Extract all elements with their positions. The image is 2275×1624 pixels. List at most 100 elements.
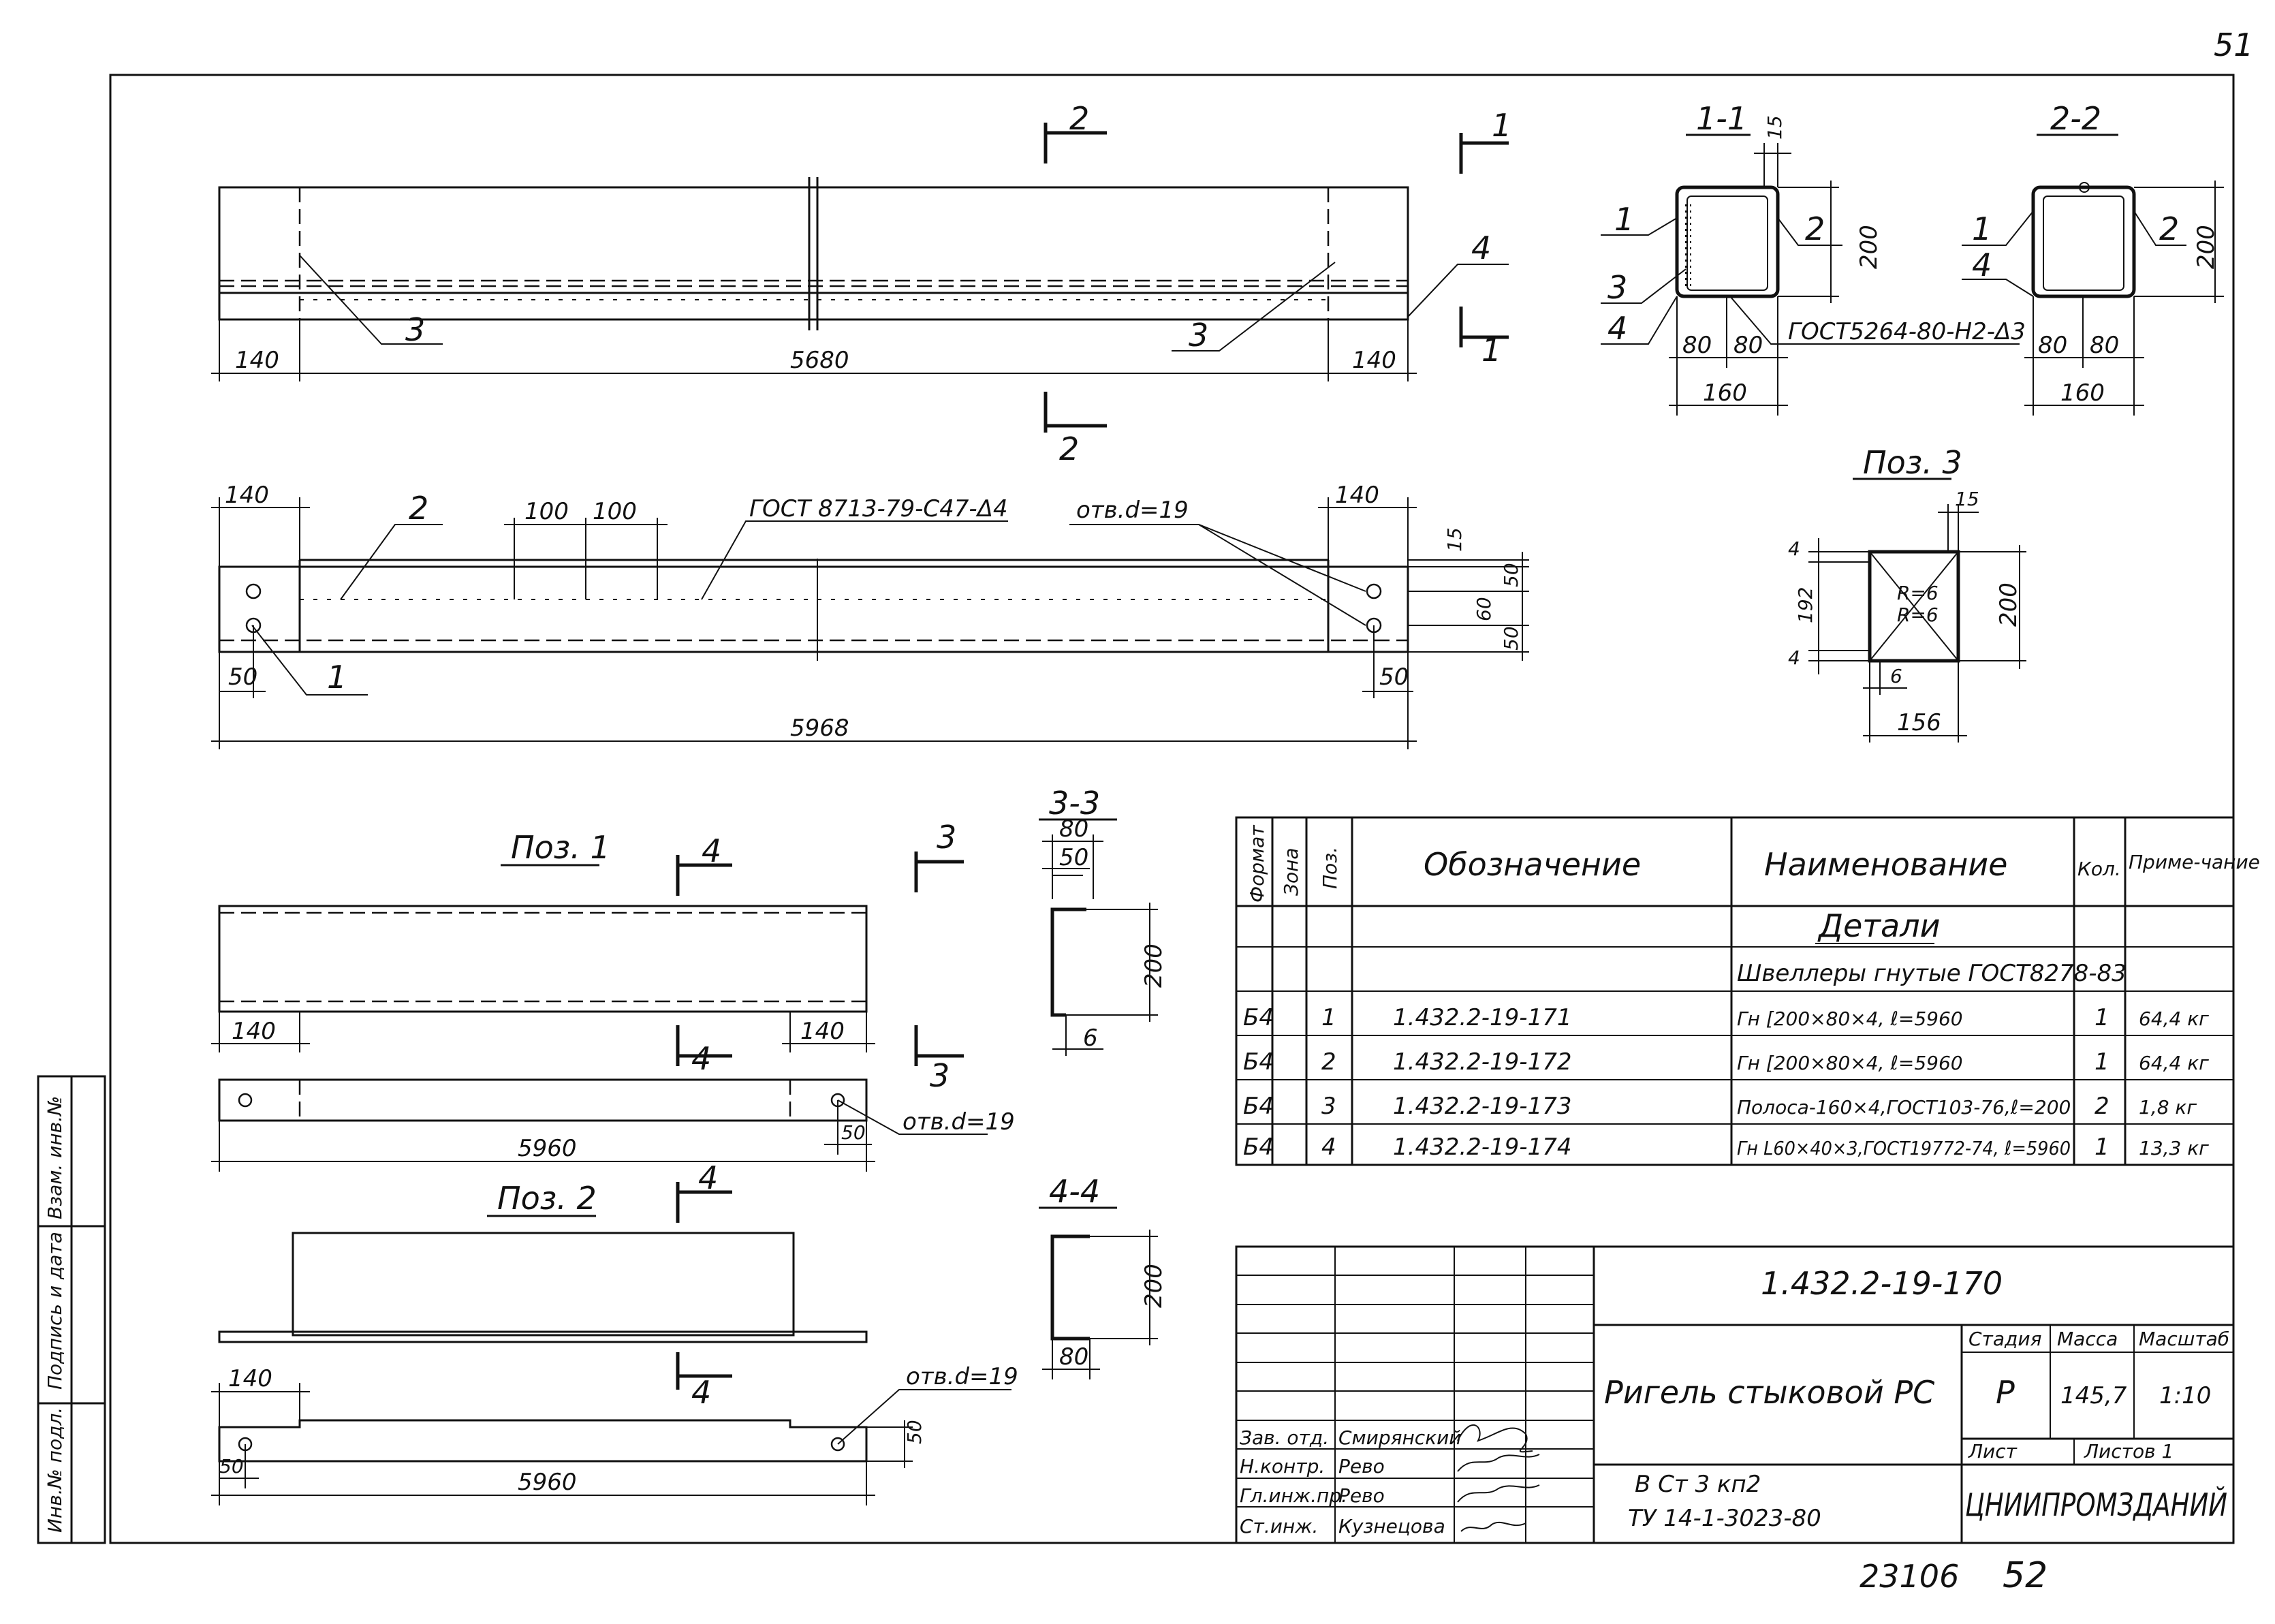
signature-1	[1458, 1425, 1533, 1452]
section-mark-2-top: 2	[1069, 100, 1089, 137]
s33-dim-200: 200	[1140, 943, 1167, 988]
spec-subsection: Швеллеры гнутые ГОСТ8278-83	[1737, 960, 2127, 987]
signature-4	[1461, 1522, 1526, 1531]
pos1-mark-3-top: 3	[937, 819, 956, 856]
scale-value: 1:10	[2159, 1382, 2211, 1409]
signature-3	[1458, 1485, 1539, 1502]
row1-format: Б4	[1243, 1004, 1274, 1031]
signer-4-role: Ст.инж.	[1240, 1515, 1318, 1537]
row4-designation: 1.432.2-19-174	[1393, 1134, 1571, 1161]
row2-note: 64,4 кг	[2139, 1052, 2209, 1074]
section-2-2-title: 2-2	[2050, 100, 2101, 137]
stage-label: Стадия	[1968, 1328, 2041, 1350]
th-designation: Обозначение	[1424, 846, 1641, 883]
section-mark-1-top: 1	[1492, 107, 1511, 144]
plan-dim-100-b: 100	[593, 498, 637, 525]
s22-dim-200: 200	[2193, 225, 2220, 269]
pos2-hole-label: отв.d=19	[906, 1363, 1018, 1390]
th-qty: Кол.	[2077, 858, 2121, 880]
signature-2	[1458, 1454, 1539, 1471]
row3-name: Полоса-160×4,ГОСТ103-76,ℓ=200	[1737, 1096, 2071, 1119]
plan-dim-50-top: 50	[1500, 563, 1522, 587]
row3-designation: 1.432.2-19-173	[1393, 1093, 1571, 1120]
pos3-r6-b: R=6	[1897, 604, 1939, 626]
pos2-detail: Поз. 2 4 4 140 50 отв.d=19 50 5960	[211, 1159, 1018, 1505]
pos3-dim-15: 15	[1955, 488, 1979, 510]
pos1-mark-4-top: 4	[702, 832, 721, 869]
section-1-1: 1-1 15 200 80 80 160 ГОСТ5264-80-Н2-Δ3 1…	[1601, 100, 2026, 416]
s22-dim-80-left: 80	[2038, 332, 2067, 359]
row1-qty: 1	[2094, 1004, 2109, 1031]
s22-dim-80-right: 80	[2090, 332, 2119, 359]
mass-value: 145,7	[2060, 1382, 2127, 1409]
th-zone: Зона	[1280, 847, 1302, 896]
plan-dim-100-a: 100	[524, 498, 569, 525]
row2-name: Гн [200×80×4, ℓ=5960	[1737, 1052, 1963, 1074]
s11-callout-4: 4	[1607, 310, 1627, 347]
plan-dim-5968: 5968	[790, 715, 849, 742]
s22-callout-2: 2	[2159, 210, 2179, 247]
s11-dim-80-left: 80	[1682, 332, 1712, 359]
spec-row: Б4 2 1.432.2-19-172 Гн [200×80×4, ℓ=5960…	[1243, 1048, 2209, 1076]
s11-dim-160: 160	[1703, 379, 1747, 407]
section-4-4-title: 4-4	[1049, 1173, 1100, 1210]
pos1-dim-5960: 5960	[518, 1135, 577, 1162]
pos1-detail: Поз. 1 140 140 4 4 3 3 отв.d=19 50 5960	[211, 819, 1015, 1172]
signer-4-name: Кузнецова	[1338, 1515, 1445, 1537]
callout-3-right: 3	[1189, 317, 1208, 354]
plan-callout-2: 2	[409, 490, 428, 527]
row2-pos: 2	[1321, 1048, 1336, 1076]
side-stamp: Инв.№ подл. Подпись и дата Взам. инв.№	[38, 1076, 105, 1543]
section-mark-1-bottom: 1	[1481, 332, 1501, 369]
s11-dim-200: 200	[1855, 225, 1883, 269]
pos1-dim-140-right: 140	[800, 1018, 845, 1045]
row3-pos: 3	[1321, 1093, 1336, 1120]
section-4-4: 4-4 200 80	[1039, 1173, 1167, 1379]
pos2-mark-4-top: 4	[698, 1159, 718, 1196]
pos1-title: Поз. 1	[511, 829, 610, 866]
pos3-dim-4-bottom: 4	[1788, 646, 1800, 669]
stage-value: Р	[1996, 1374, 2015, 1411]
row4-pos: 4	[1321, 1134, 1336, 1161]
pos1-hole-label: отв.d=19	[903, 1108, 1015, 1136]
s11-callout-3: 3	[1607, 269, 1627, 306]
row3-qty: 2	[2094, 1093, 2109, 1120]
pos3-dim-200: 200	[1995, 582, 2022, 627]
s11-dim-15: 15	[1763, 115, 1786, 140]
th-note: Приме-чание	[2129, 851, 2260, 873]
pos3-detail: Поз. 3 R=6 R=6 15 200 4 192 4 6 156	[1788, 444, 2026, 743]
pos2-mark-4-bottom: 4	[691, 1374, 711, 1411]
s11-callout-1: 1	[1614, 201, 1634, 238]
row4-qty: 1	[2094, 1134, 2109, 1161]
th-pos: Поз.	[1319, 847, 1341, 889]
callout-3-left: 3	[405, 311, 425, 348]
hole-left-top	[247, 584, 260, 598]
pos2-dim-50-left: 50	[219, 1455, 244, 1478]
stamp-inv-label: Инв.№ подл.	[44, 1407, 66, 1533]
pos1-mark-4-bottom: 4	[691, 1040, 711, 1077]
pos3-title: Поз. 3	[1863, 444, 1962, 481]
pos1-mark-3-bottom: 3	[930, 1057, 950, 1094]
sheets-label: Листов 1	[2084, 1440, 2174, 1463]
elev-dim-5680: 5680	[790, 347, 849, 374]
sheet-label: Лист	[1968, 1440, 2018, 1463]
s44-dim-80: 80	[1059, 1343, 1088, 1371]
plan-weld-label: ГОСТ 8713-79-С47-Δ4	[749, 495, 1008, 522]
plan-dim-50-left: 50	[228, 663, 257, 691]
row1-name: Гн [200×80×4, ℓ=5960	[1737, 1008, 1963, 1030]
plan-dim-60: 60	[1473, 597, 1495, 621]
spec-row: Б4 3 1.432.2-19-173 Полоса-160×4,ГОСТ103…	[1243, 1093, 2197, 1120]
th-format: Формат	[1246, 825, 1268, 903]
section-2-2: 2-2 200 80 80 160 1 2 4	[1962, 100, 2224, 416]
pos2-dim-140: 140	[228, 1365, 272, 1392]
pos1-hole-left	[239, 1094, 251, 1106]
plan-dim-50-right: 50	[1379, 663, 1409, 691]
s33-dim-6: 6	[1083, 1025, 1098, 1052]
hole-right-top	[1367, 584, 1381, 598]
spec-section-title: Детали	[1817, 907, 1941, 944]
row1-pos: 1	[1321, 1004, 1336, 1031]
sheet-number: 51	[2214, 27, 2254, 63]
album-number: 23106	[1860, 1558, 1959, 1595]
row1-designation: 1.432.2-19-171	[1393, 1004, 1571, 1031]
